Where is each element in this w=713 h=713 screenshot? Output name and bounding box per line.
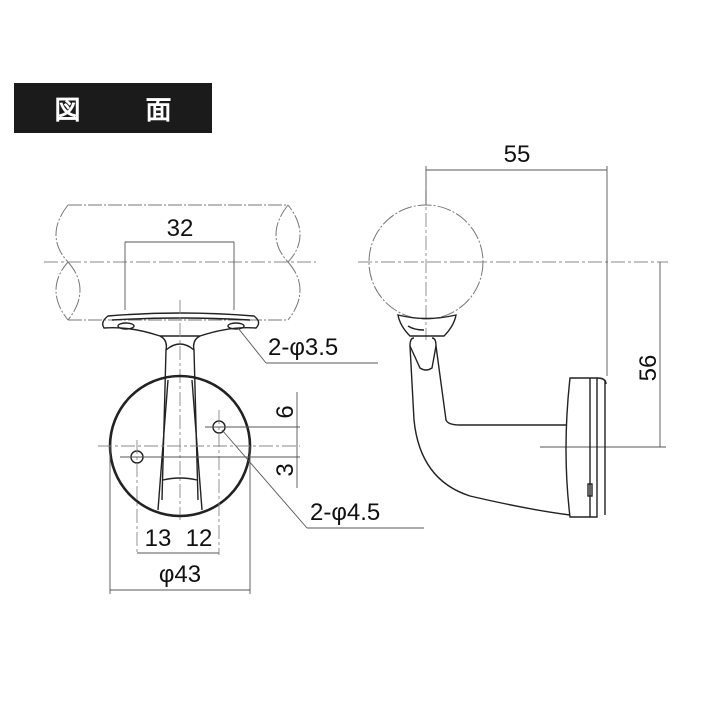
dimension-13-12: 13 12 bbox=[137, 525, 219, 554]
bracket-side bbox=[397, 314, 607, 518]
dim-label-6: 6 bbox=[272, 405, 299, 418]
dim-label-55: 55 bbox=[504, 141, 531, 168]
dim-label-56: 56 bbox=[635, 355, 662, 382]
dimension-phi43: φ43 bbox=[109, 446, 251, 594]
side-view: 55 56 bbox=[358, 141, 668, 518]
dimension-6-3: 6 3 bbox=[272, 392, 299, 488]
dim-label-phi43: φ43 bbox=[159, 561, 201, 588]
dim-label-12: 12 bbox=[186, 525, 213, 552]
dim-label-base-holes: 2-φ4.5 bbox=[310, 499, 380, 526]
dim-label-top-holes: 2-φ3.5 bbox=[268, 334, 338, 361]
dim-label-32: 32 bbox=[167, 215, 194, 242]
leader-top-holes: 2-φ3.5 bbox=[237, 327, 378, 364]
dimension-32: 32 bbox=[124, 215, 235, 310]
dimension-56: 56 bbox=[540, 262, 666, 448]
title-text: 図 面 bbox=[54, 95, 200, 126]
handrail-phantom bbox=[44, 204, 316, 321]
title-banner: 図 面 bbox=[14, 83, 212, 133]
leader-base-holes: 2-φ4.5 bbox=[221, 429, 424, 529]
dim-label-3: 3 bbox=[272, 463, 299, 476]
front-view: 32 bbox=[44, 204, 424, 594]
saddle-plate bbox=[101, 300, 260, 520]
dimension-55: 55 bbox=[425, 141, 608, 376]
dim-label-13: 13 bbox=[145, 525, 172, 552]
